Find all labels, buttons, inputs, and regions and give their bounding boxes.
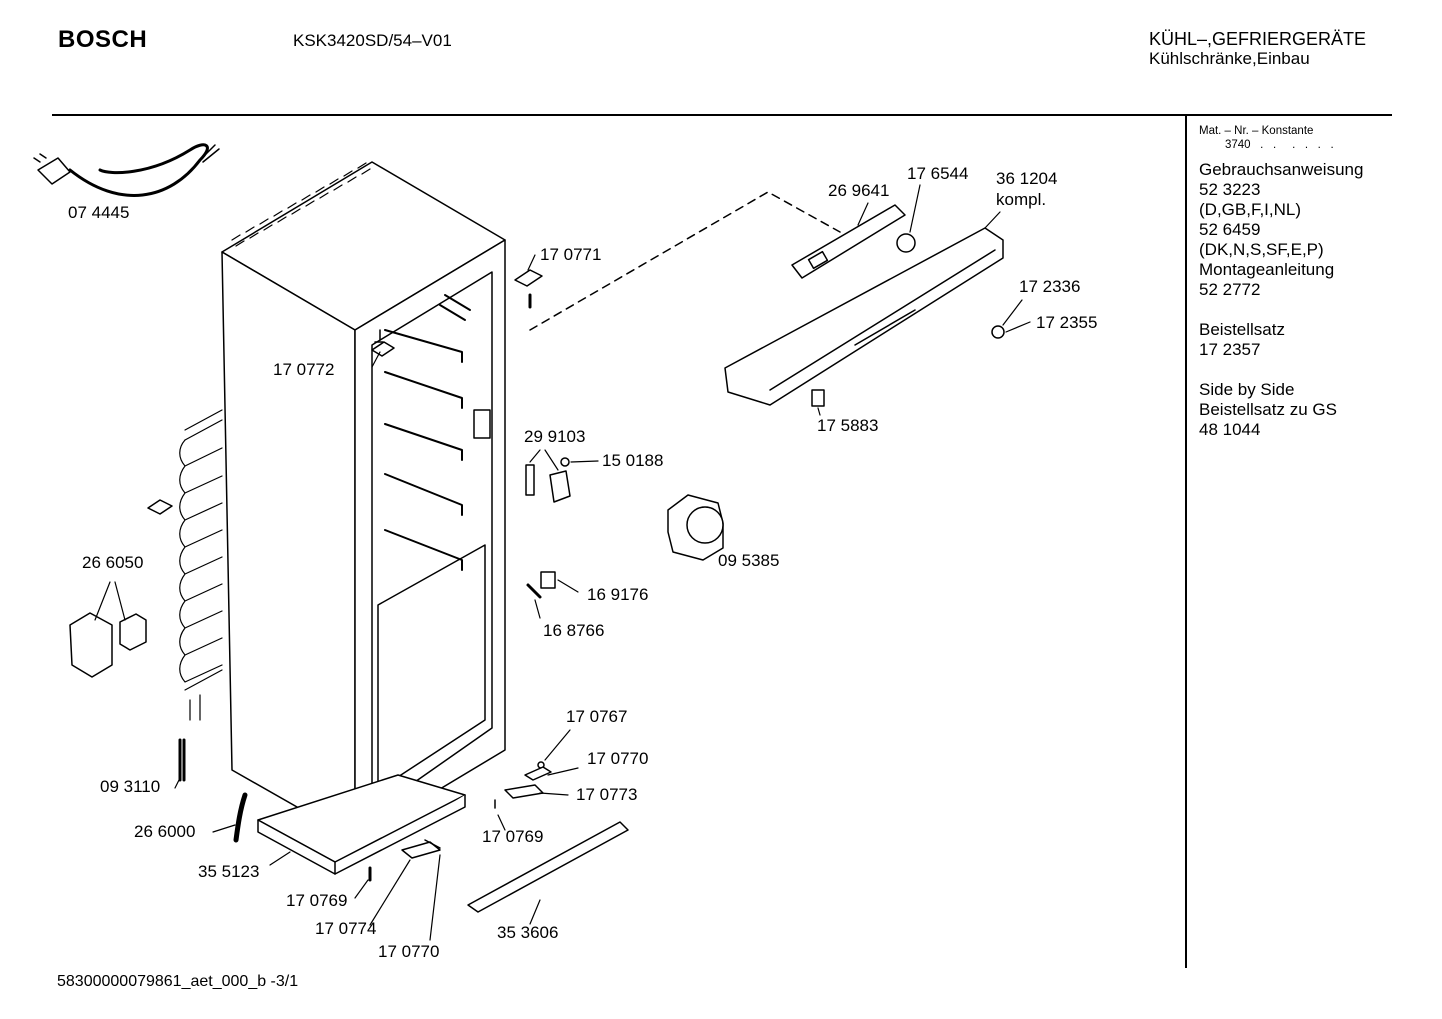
part-label: 17 0772 bbox=[273, 360, 335, 379]
condenser-coil bbox=[179, 409, 223, 721]
part-label: 07 4445 bbox=[68, 203, 130, 222]
part-label: 36 1204 bbox=[996, 169, 1058, 188]
part-label: 09 5385 bbox=[718, 551, 780, 570]
sidebar-divider bbox=[1185, 116, 1187, 968]
mat-label: Mat. – Nr. – Konstante bbox=[1199, 125, 1314, 137]
pin-part bbox=[526, 583, 542, 599]
beistell-value: 17 2357 bbox=[1199, 340, 1261, 359]
lamp-holder-part bbox=[525, 464, 571, 503]
power-cord-part bbox=[33, 143, 220, 197]
side-by-side-value: 48 1044 bbox=[1199, 420, 1261, 439]
doc-item: 52 2772 bbox=[1199, 280, 1261, 299]
coil-clip bbox=[147, 499, 173, 515]
doc-item: 52 3223 bbox=[1199, 180, 1261, 199]
relay-cover-part bbox=[69, 612, 147, 678]
sidebar-info: Mat. – Nr. – Konstante 3740 . . . . . . … bbox=[1199, 124, 1385, 440]
control-panel-part bbox=[724, 227, 1004, 406]
part-label: 17 0770 bbox=[587, 749, 649, 768]
part-label: 26 6050 bbox=[82, 553, 144, 572]
fridge-cabinet bbox=[221, 161, 506, 841]
doc-item: Gebrauchsanweisung bbox=[1199, 160, 1364, 179]
part-label: 26 6000 bbox=[134, 822, 196, 841]
document-code: 58300000079861_aet_000_b -3/1 bbox=[57, 973, 299, 990]
top-hinge-part bbox=[514, 269, 543, 309]
fan-cover-part bbox=[667, 494, 724, 561]
part-label: 15 0188 bbox=[602, 451, 664, 470]
sensor-part bbox=[178, 738, 186, 782]
doc-item: Montageanleitung bbox=[1199, 260, 1335, 279]
leader-lines bbox=[94, 184, 1031, 941]
part-label: 17 5883 bbox=[817, 416, 879, 435]
part-label: 17 0770 bbox=[378, 942, 440, 961]
part-label: 17 0774 bbox=[315, 919, 377, 938]
part-label: kompl. bbox=[996, 190, 1047, 209]
doc-item: (D,GB,F,I,NL) bbox=[1199, 200, 1302, 219]
side-by-side-label: Side by Side bbox=[1199, 380, 1295, 399]
doc-item: (DK,N,S,SF,E,P) bbox=[1199, 240, 1324, 259]
category-subtitle: Kühlschränke,Einbau bbox=[1149, 49, 1310, 68]
part-label: 26 9641 bbox=[828, 181, 890, 200]
brand-logo: BOSCH bbox=[58, 26, 148, 53]
side-by-side-sublabel: Beistellsatz zu GS bbox=[1199, 400, 1337, 419]
part-label: 17 2336 bbox=[1019, 277, 1081, 296]
part-label: 17 0771 bbox=[540, 245, 602, 264]
category-title: KÜHL–,GEFRIERGERÄTE bbox=[1149, 29, 1367, 49]
model-number: KSK3420SD/54–V01 bbox=[293, 31, 452, 50]
header-divider bbox=[52, 114, 1392, 116]
tube-part bbox=[233, 792, 248, 843]
base-plinth-part bbox=[257, 774, 466, 875]
part-label: 09 3110 bbox=[100, 777, 161, 796]
part-label: 16 9176 bbox=[587, 585, 649, 604]
part-label: 29 9103 bbox=[524, 427, 586, 446]
beistell-label: Beistellsatz bbox=[1199, 320, 1285, 339]
clip-part bbox=[540, 571, 556, 589]
part-label: 17 0769 bbox=[482, 827, 544, 846]
switch-part bbox=[991, 325, 1005, 339]
part-label: 17 0773 bbox=[576, 785, 638, 804]
part-label: 16 8766 bbox=[543, 621, 605, 640]
lamp-socket-part bbox=[811, 389, 825, 407]
doc-item: 52 6459 bbox=[1199, 220, 1261, 239]
part-label: 17 2355 bbox=[1036, 313, 1098, 332]
cabinet-shelf-rails bbox=[384, 294, 471, 571]
assembly-dashed-line bbox=[529, 191, 841, 331]
part-label: 17 0767 bbox=[566, 707, 628, 726]
mat-value: 3740 . . . . . . bbox=[1225, 139, 1334, 151]
part-label: 17 0769 bbox=[286, 891, 348, 910]
part-label: 35 5123 bbox=[198, 862, 260, 881]
thermostat-knob-part bbox=[896, 233, 916, 253]
cabinet-top-vents bbox=[231, 162, 371, 247]
exploded-parts-diagram bbox=[33, 143, 1031, 941]
control-board-part bbox=[791, 204, 906, 279]
part-label: 17 6544 bbox=[907, 164, 969, 183]
light-housing bbox=[473, 409, 491, 439]
lower-hinge-parts bbox=[368, 761, 552, 882]
lamp-part bbox=[560, 457, 570, 467]
part-label: 35 3606 bbox=[497, 923, 559, 942]
kick-plate-part bbox=[467, 821, 629, 913]
